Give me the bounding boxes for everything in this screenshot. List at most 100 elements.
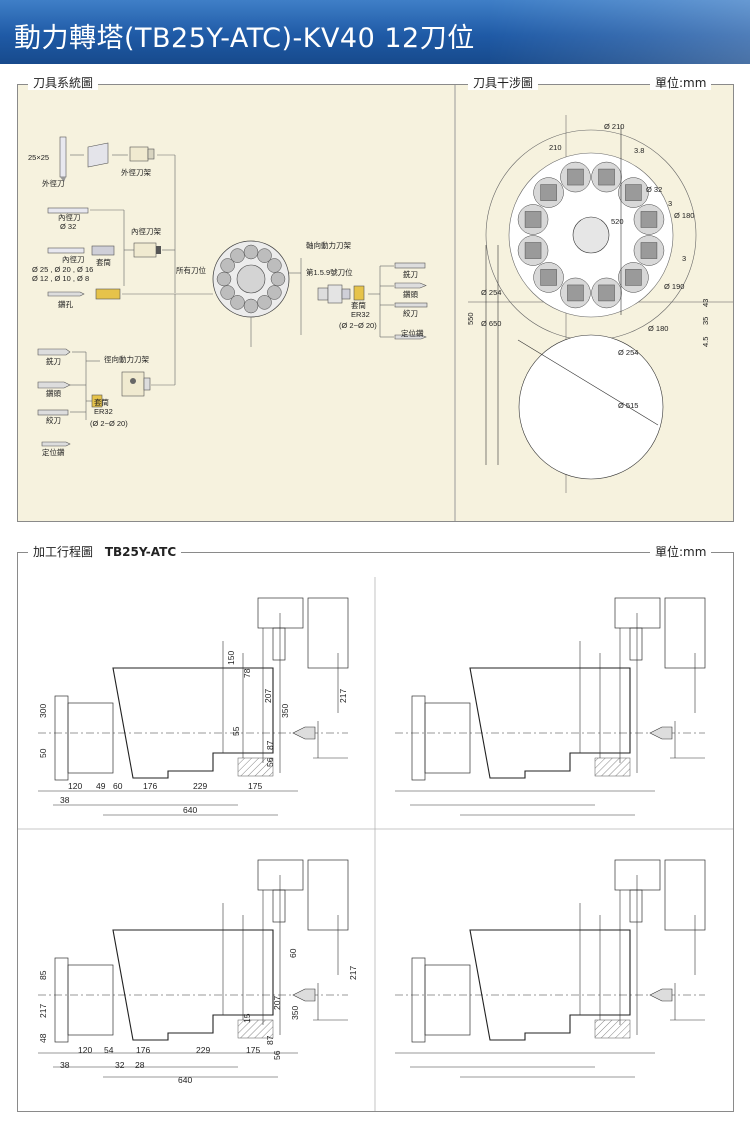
drill-label: 鑽孔 — [58, 299, 73, 309]
turret-pod — [220, 285, 235, 300]
radial-ream-label: 絞刀 — [46, 415, 61, 425]
turret-body — [664, 597, 706, 669]
dimension-label: 207 — [263, 689, 273, 703]
hatched-region — [237, 1019, 274, 1039]
axial-center-label: 定位鑽 — [401, 328, 424, 338]
dimension-label: 300 — [38, 704, 48, 718]
turret-body — [307, 859, 349, 931]
dim-phi180b: Ø 180 — [648, 324, 668, 333]
dimension-label: 229 — [196, 1045, 210, 1055]
radial-sleeve-label: 套筒 — [94, 397, 109, 407]
dim-3a: 3 — [668, 199, 672, 208]
od-tool-shape — [59, 136, 67, 178]
turret-pod — [267, 285, 282, 300]
station-tool — [540, 184, 557, 201]
spindle-chuck — [424, 702, 471, 774]
station-tool — [524, 211, 542, 228]
tool-shank — [629, 889, 643, 923]
dim-phi210: Ø 210 — [604, 122, 624, 131]
stroke-unit: 單位:mm — [650, 545, 712, 559]
dim-210: 210 — [549, 143, 562, 152]
station-tool — [625, 269, 642, 286]
od-holder-block — [129, 146, 149, 162]
spindle-chuck — [67, 702, 114, 774]
work-envelope — [112, 667, 274, 779]
dimension-label: 350 — [290, 1006, 300, 1020]
tool-panel-drawing: 25×25 外徑刀 外徑刀架 內徑刀 Ø 32 內徑刀架 內徑刀 套筒 Ø 25… — [28, 85, 733, 521]
dimension-label: 120 — [68, 781, 82, 791]
dimension-label: 54 — [104, 1045, 114, 1055]
dimension-label: 60 — [113, 781, 123, 791]
dimension-label: 78 — [242, 668, 252, 678]
interference-dims: Ø 210 210 3.8 Ø 32 3 Ø 180 3 Ø 190 Ø 254… — [466, 122, 710, 410]
dim-phi190: Ø 190 — [664, 282, 684, 291]
dim-35: 35 — [701, 317, 710, 325]
tailstock-center — [292, 988, 316, 1002]
dim-4-5: 4.5 — [701, 337, 710, 347]
tool-panel: 25×25 外徑刀 外徑刀架 內徑刀 Ø 32 內徑刀架 內徑刀 套筒 Ø 25… — [17, 84, 734, 522]
dim-43: 43 — [701, 299, 710, 307]
station-tool — [625, 184, 642, 201]
turret-pod — [257, 295, 272, 310]
dimension-label: 60 — [288, 948, 298, 958]
dimension-label: 56 — [272, 1050, 282, 1060]
station-tool — [567, 284, 584, 302]
header-decoration — [490, 0, 750, 64]
tool-holder — [257, 597, 304, 629]
id-holder-block — [133, 242, 157, 258]
axial-sleeve-shape — [353, 285, 365, 301]
spindle-chuck — [424, 964, 471, 1036]
spindle-flange — [411, 957, 426, 1043]
stroke-q4: 397520734421787504.212023018217538587 — [395, 859, 706, 1078]
dimension-label: 229 — [193, 781, 207, 791]
station-tool — [540, 269, 557, 286]
tool-shank — [629, 627, 643, 661]
tailstock-center — [649, 988, 673, 1002]
dim-phi180: Ø 180 — [674, 211, 694, 220]
dimension-label: 640 — [183, 805, 197, 815]
axial-drill-label: 鑽頭 — [403, 289, 418, 299]
od-tool-label: 外徑刀 — [42, 178, 65, 188]
axial-mill-shape — [394, 262, 426, 269]
tool-shank — [272, 627, 286, 661]
turret-pod — [230, 248, 245, 263]
tool-system-title: 刀具系統圖 — [28, 76, 99, 90]
axial-range-label: (Ø 2~Ø 20) — [339, 321, 377, 330]
radial-holder-label: 徑向動力刀架 — [104, 354, 149, 364]
spindle-flange — [54, 695, 69, 781]
dimension-label: 56 — [265, 757, 275, 767]
dimension-label: 38 — [60, 795, 70, 805]
id-tool-1-dia: Ø 32 — [60, 222, 76, 231]
sleeve-shape — [91, 245, 115, 256]
station-tool — [567, 168, 584, 186]
turret-pod — [257, 248, 272, 263]
header-banner: 動力轉塔(TB25Y-ATC)-KV40 12刀位 — [0, 0, 750, 64]
dimension-label: 120 — [78, 1045, 92, 1055]
dimension-label: 85 — [38, 970, 48, 980]
dia-row-2: Ø 12 , Ø 10 , Ø 8 — [32, 274, 89, 283]
dimension-label: 217 — [38, 1004, 48, 1018]
spindle-chuck — [67, 964, 114, 1036]
dimension-label: 175 — [248, 781, 262, 791]
od-holder-shape — [87, 142, 109, 168]
tool-holder — [257, 859, 304, 891]
hatched-region — [237, 757, 274, 777]
axial-ream-shape — [394, 302, 428, 308]
drill-shape — [47, 291, 85, 297]
dimension-label: 87 — [265, 740, 275, 750]
turret-pod — [216, 271, 232, 287]
axial-er-label: ER32 — [351, 310, 370, 319]
dimension-label: 350 — [280, 704, 290, 718]
axial-mill-label: 銑刀 — [403, 269, 418, 279]
drill-sleeve-shape — [95, 288, 121, 300]
turret-body — [307, 597, 349, 669]
dim-550: 550 — [466, 312, 475, 325]
positions-159-label: 第1.5.9號刀位 — [306, 267, 353, 277]
turret-body — [664, 859, 706, 931]
station-tool — [598, 284, 615, 302]
interference-title: 刀具干涉圖 — [468, 76, 539, 90]
tool-holder — [614, 859, 661, 891]
dim-phi515: Ø 515 — [618, 401, 638, 410]
